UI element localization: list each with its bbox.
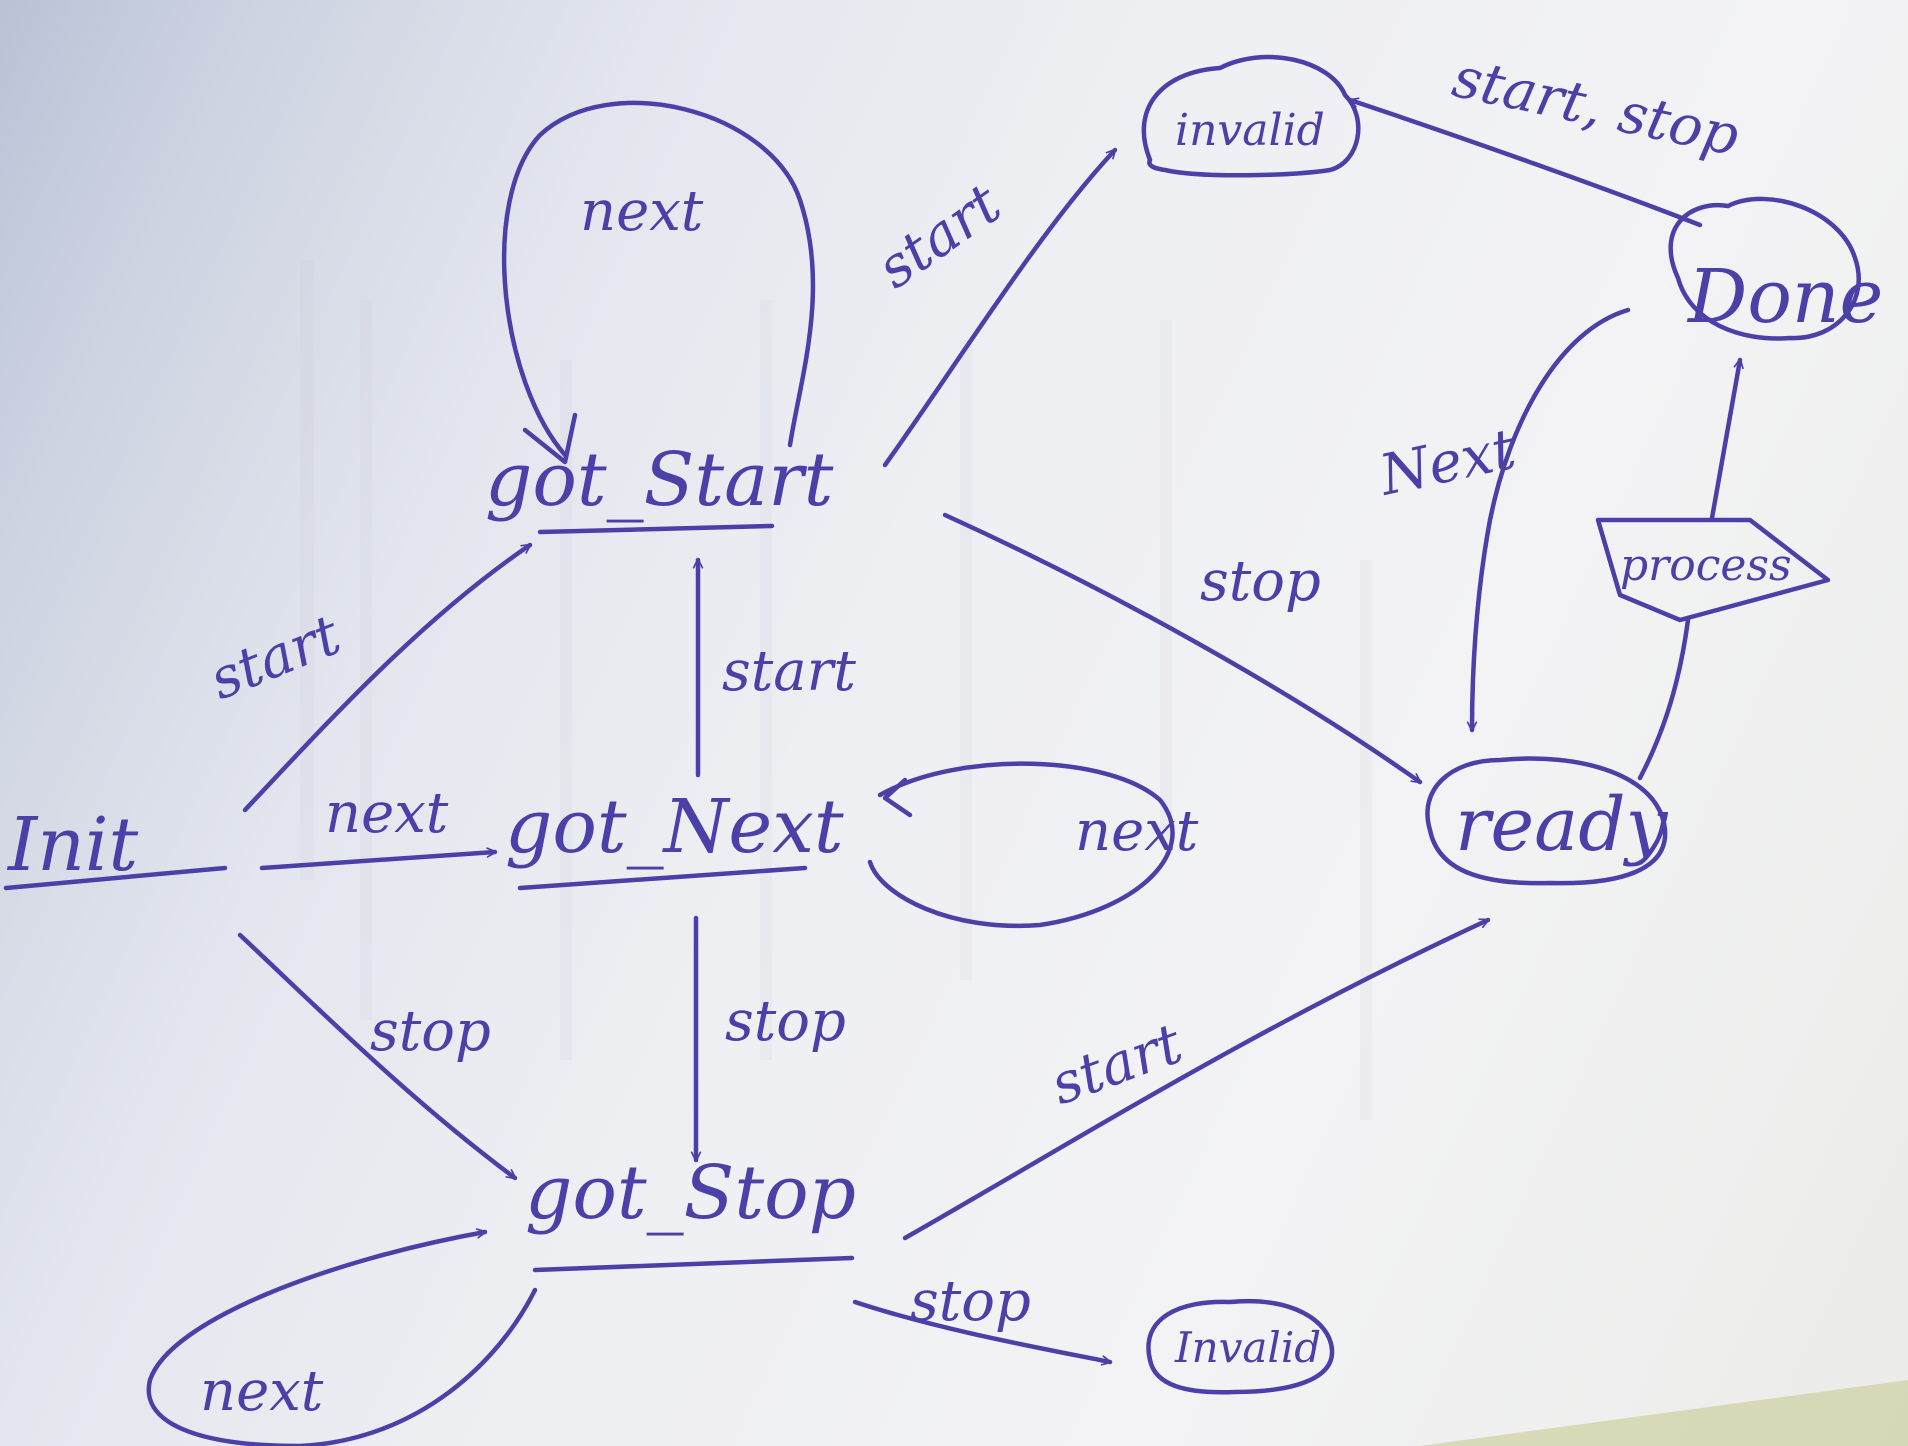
edge-got-start-ready-label: stop (1200, 549, 1321, 614)
edge-got-start-ready: stop (942, 512, 1423, 785)
node-process-label: process (1620, 540, 1792, 591)
node-got-stop-label: got_Stop (525, 1150, 856, 1236)
edge-ready-process (1637, 617, 1691, 781)
edge-got-start-invalid-label: start (866, 171, 1013, 301)
node-init: Init (3, 802, 228, 891)
node-got-start: got_Start (485, 437, 834, 535)
node-done: Done (1668, 196, 1883, 341)
node-ready: ready (1425, 756, 1669, 886)
edge-got-next-got-start: start (692, 557, 856, 778)
edge-done-ready-label: Next (1372, 417, 1521, 509)
edge-init-got-stop-label: stop (370, 999, 491, 1064)
edge-got-stop-self: next (146, 1228, 538, 1446)
node-invalid-bottom: Invalid (1146, 1298, 1335, 1395)
node-invalid-top-label: invalid (1175, 105, 1325, 156)
node-got-start-label: got_Start (485, 437, 834, 523)
node-done-label: Done (1686, 254, 1883, 340)
edge-got-stop-invalid: stop (852, 1269, 1113, 1366)
edge-init-got-start-label: start (201, 602, 350, 713)
edge-done-ready: Next (1372, 307, 1631, 733)
edge-got-stop-invalid-label: stop (910, 1269, 1031, 1334)
node-got-next: got_Next (505, 784, 844, 891)
table-edge (1420, 1380, 1908, 1446)
node-invalid-top: invalid (1141, 54, 1361, 178)
edge-got-stop-ready: start (902, 917, 1491, 1241)
edge-init-got-next: next (259, 781, 498, 871)
edge-process-done (1709, 357, 1744, 521)
edge-got-stop-ready-label: start (1043, 1011, 1192, 1118)
node-ready-label: ready (1455, 782, 1669, 868)
node-init-label: Init (6, 802, 139, 888)
edge-got-next-got-stop-label: stop (725, 989, 846, 1054)
node-process: process (1595, 517, 1831, 623)
edge-got-next-self: next (867, 761, 1199, 929)
edge-init-got-stop: stop (237, 932, 518, 1181)
edge-got-start-invalid: start (866, 147, 1118, 468)
edge-got-stop-self-label: next (200, 1359, 324, 1424)
edge-got-start-self-label: next (580, 179, 704, 244)
edge-done-invalid: start, stop (1347, 45, 1745, 228)
edge-got-next-got-stop: stop (690, 915, 846, 1163)
edge-got-next-got-start-label: start (722, 639, 856, 704)
edge-init-got-next-label: next (325, 781, 449, 846)
edge-got-start-self: next (501, 100, 816, 465)
show-through-text (300, 260, 1372, 1120)
node-invalid-bottom-label: Invalid (1174, 1323, 1321, 1372)
node-got-stop: got_Stop (525, 1150, 856, 1273)
node-got-next-label: got_Next (505, 784, 844, 870)
edge-got-next-self-label: next (1075, 799, 1199, 864)
